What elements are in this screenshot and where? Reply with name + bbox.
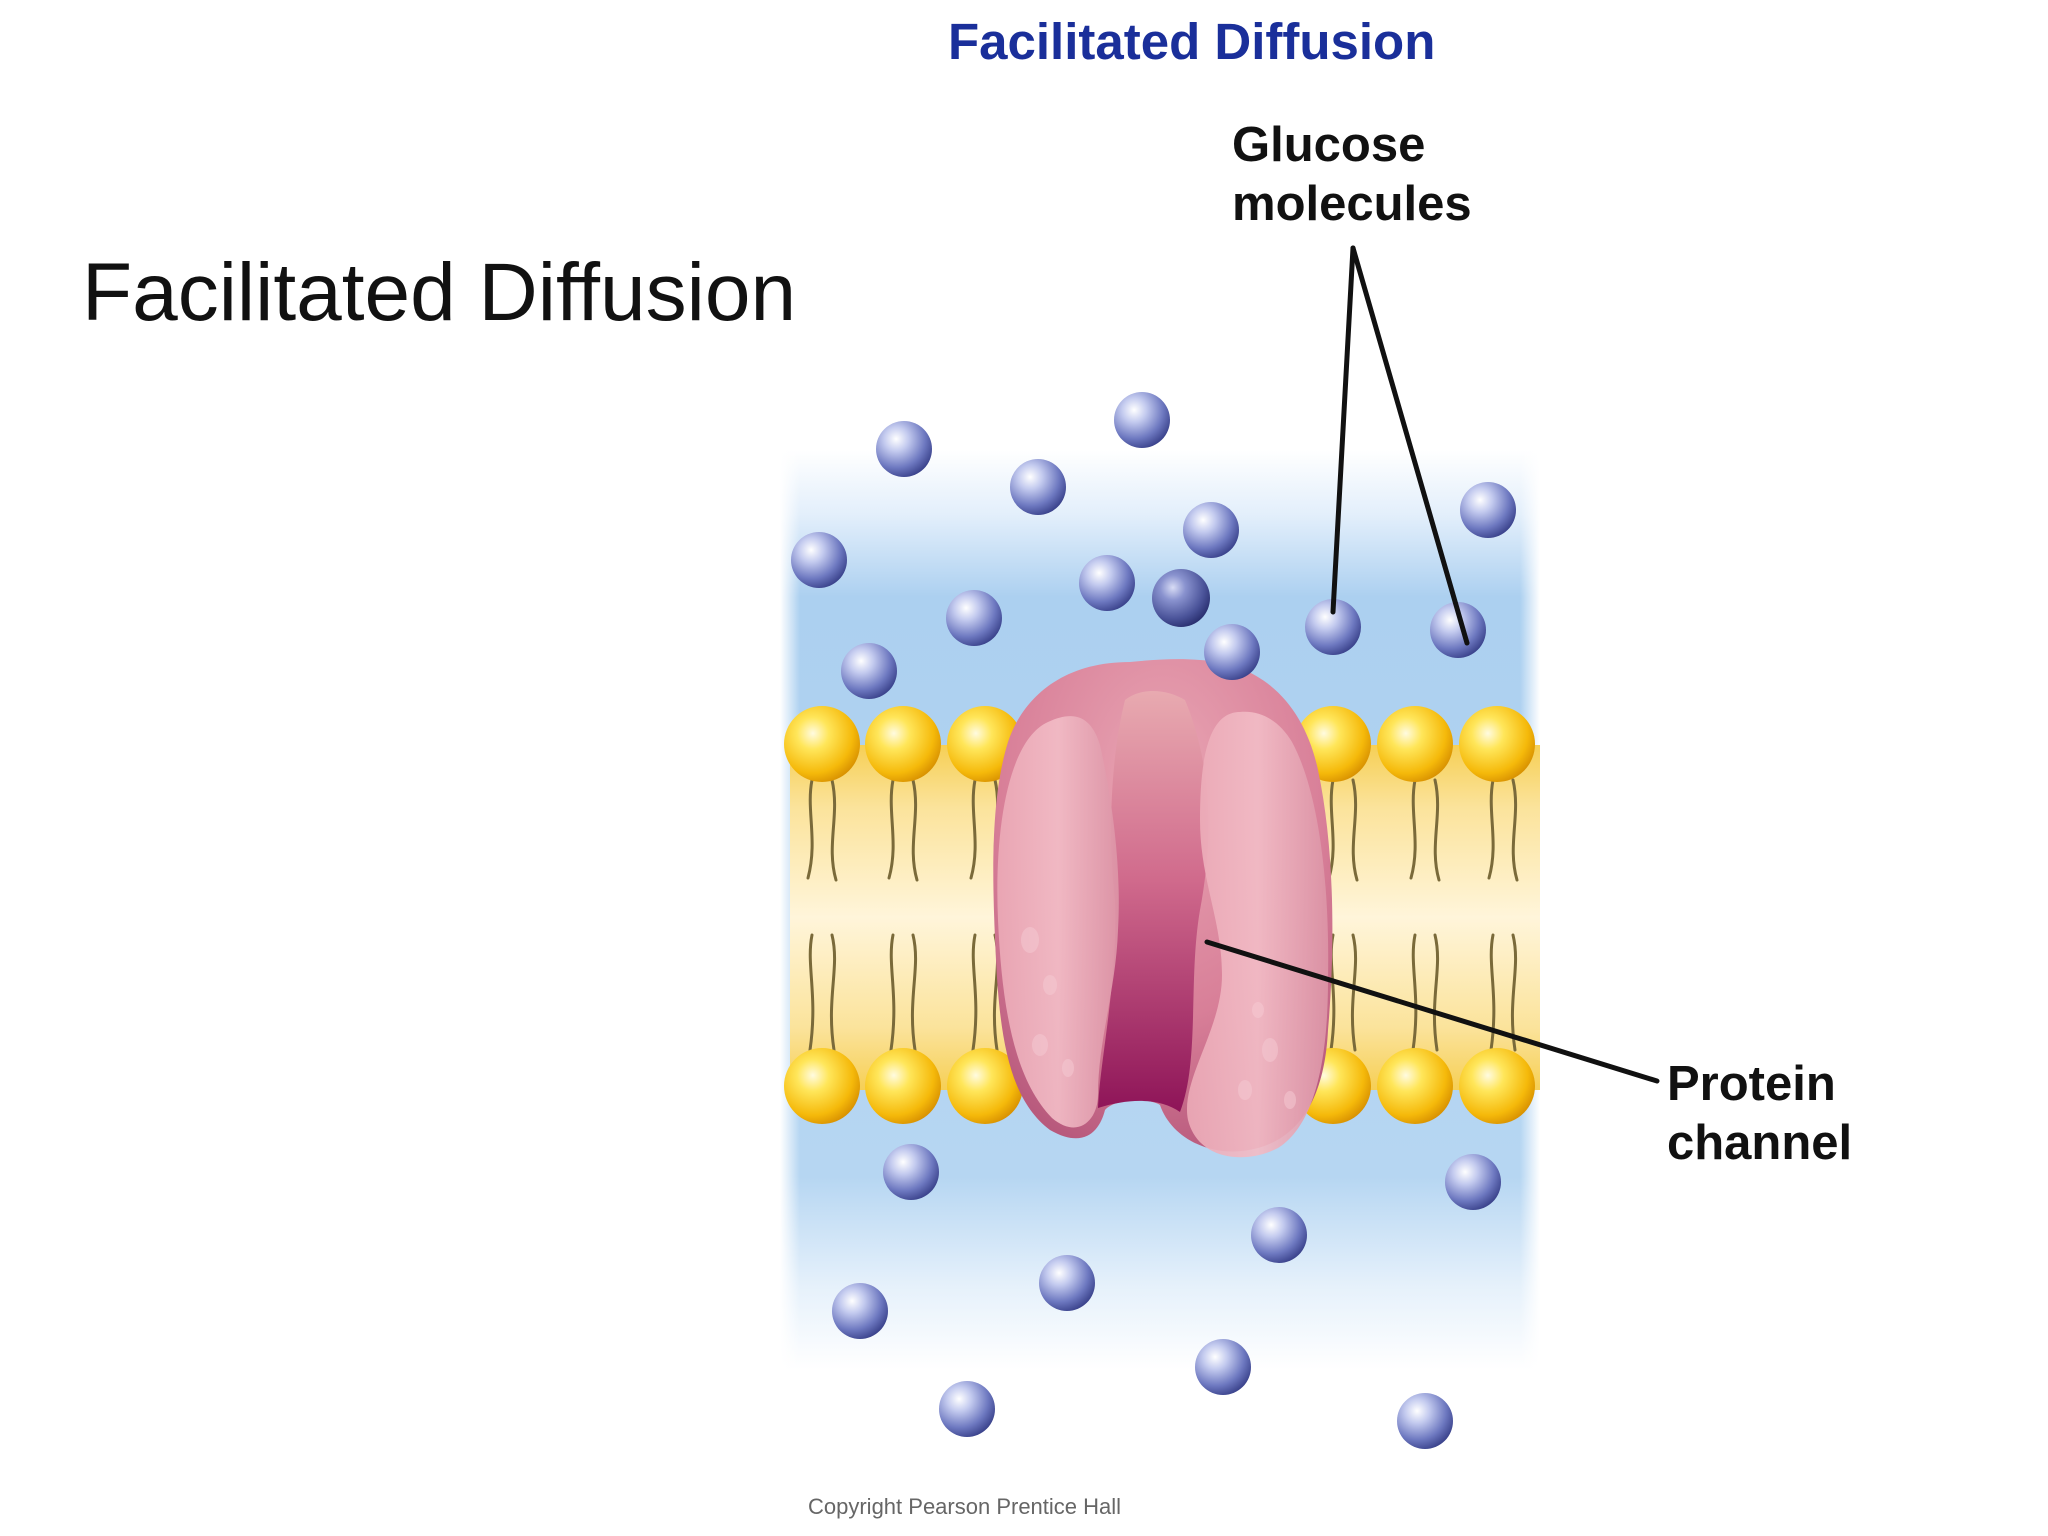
glucose-molecule-icon [1152,569,1210,627]
glucose-molecule-icon [1114,392,1170,448]
glucose-molecule-icon [832,1283,888,1339]
protein-lobe-right [1186,711,1329,1158]
glucose-molecule-icon [841,643,897,699]
protein-channel-icon [993,659,1333,1158]
glucose-molecule-icon [1305,599,1361,655]
copyright-notice: Copyright Pearson Prentice Hall [808,1494,1122,1519]
phospholipid-icon [865,1048,941,1124]
glucose-molecules-inside [832,1144,1501,1449]
leader-lines [1204,245,1660,1084]
glucose-molecule-icon [1251,1207,1307,1263]
protein-channel-pore [1098,691,1209,1112]
phospholipid-icon [1377,1048,1453,1124]
phospholipid-icon [1459,706,1535,782]
glucose-molecule-icon [1010,459,1066,515]
glucose-leader-right [1350,245,1470,646]
phospholipid-icon [865,706,941,782]
phospholipid-heads-bottom [784,1048,1535,1124]
phospholipid-icon [784,706,860,782]
figure-title: Facilitated Diffusion [948,13,1436,70]
glucose-molecule-icon [883,1144,939,1200]
glucose-molecules-outside [791,392,1516,699]
glucose-molecule-icon [1079,555,1135,611]
protein-leader [1204,939,1660,1084]
slide-title: Facilitated Diffusion [82,247,797,338]
glucose-molecule-icon [1183,502,1239,558]
glucose-molecule-icon [1397,1393,1453,1449]
glucose-molecule-icon [791,532,847,588]
phospholipid-icon [947,1048,1023,1124]
glucose-molecules-label: Glucose molecules [1232,116,1472,234]
glucose-molecule-icon [1460,482,1516,538]
phospholipid-icon [1377,706,1453,782]
glucose-leader-left [1330,245,1356,615]
glucose-label-line1: Glucose [1232,118,1426,172]
phospholipid-icon [1459,1048,1535,1124]
phospholipid-icon [784,1048,860,1124]
glucose-molecule-icon [876,421,932,477]
glucose-molecule-icon [1039,1255,1095,1311]
glucose-label-line2: molecules [1232,177,1472,231]
phospholipid-tails [806,778,1519,1052]
glucose-molecule-icon [939,1381,995,1437]
phospholipid-heads-top [784,706,1535,782]
glucose-molecule-icon [1445,1154,1501,1210]
glucose-molecule-icon [1204,624,1260,680]
glucose-molecule-icon [1430,602,1486,658]
glucose-molecule-icon [1195,1339,1251,1395]
protein-lobe-left [997,716,1119,1128]
protein-label-line1: Protein [1667,1057,1836,1111]
glucose-molecule-icon [946,590,1002,646]
protein-label-line2: channel [1667,1116,1853,1170]
protein-channel-label: Protein channel [1667,1055,1852,1173]
